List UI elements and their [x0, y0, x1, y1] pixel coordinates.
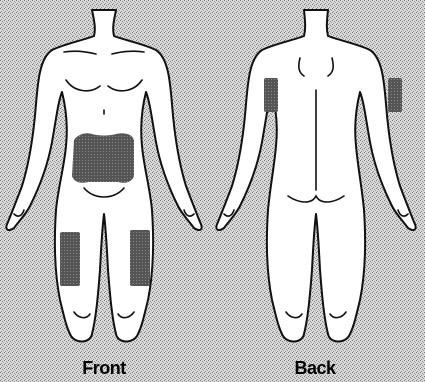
left-thigh-injection-site [60, 232, 80, 286]
left-upper-arm-injection-site [264, 78, 278, 112]
front-label: Front [64, 358, 144, 378]
abdomen-injection-site [72, 133, 134, 183]
back-label: Back [275, 358, 355, 378]
right-thigh-injection-site [130, 230, 150, 286]
right-upper-arm-injection-site [388, 78, 402, 112]
